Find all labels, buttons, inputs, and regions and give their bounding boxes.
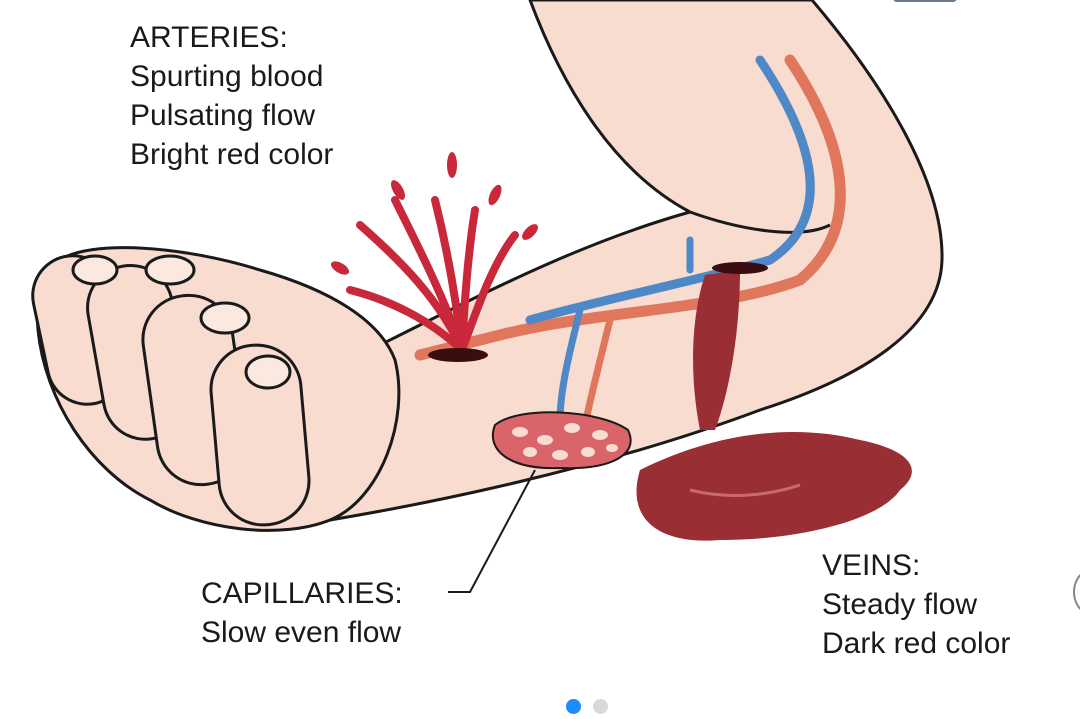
carousel-dot[interactable] [593, 699, 608, 714]
capillaries-line: Slow even flow [201, 616, 402, 649]
arteries-line: Pulsating flow [130, 99, 316, 132]
capillaries-label: CAPILLARIES: Slow even flow [201, 574, 403, 652]
blood-droplets [330, 152, 538, 275]
venous-pool [636, 431, 912, 541]
arterial-spurt [346, 196, 519, 354]
veins-line: Steady flow [822, 588, 978, 621]
carousel-dot-active[interactable] [566, 699, 581, 714]
vein [525, 55, 815, 325]
arm [329, 0, 944, 522]
pool-highlight [689, 483, 801, 497]
venous-flow [693, 270, 740, 430]
veins-line: Dark red color [822, 627, 1011, 660]
capillary-cells [512, 423, 618, 460]
capillaries-pointer [448, 469, 536, 593]
elbow-crease [689, 210, 831, 234]
top-edge-control[interactable] [893, 0, 957, 2]
capillaries-title: CAPILLARIES: [201, 577, 403, 610]
veins-label: VEINS: Steady flow Dark red color [822, 546, 1010, 663]
arteries-title: ARTERIES: [130, 21, 288, 54]
vein-branch [556, 236, 694, 424]
arterial-wound [428, 348, 488, 362]
fingers [31, 254, 311, 527]
arteries-label: ARTERIES: Spurting blood Pulsating flow … [130, 18, 333, 174]
arteries-line: Spurting blood [130, 60, 324, 93]
venous-wound [712, 262, 768, 274]
arteries-line: Bright red color [130, 138, 334, 171]
veins-title: VEINS: [822, 549, 921, 582]
